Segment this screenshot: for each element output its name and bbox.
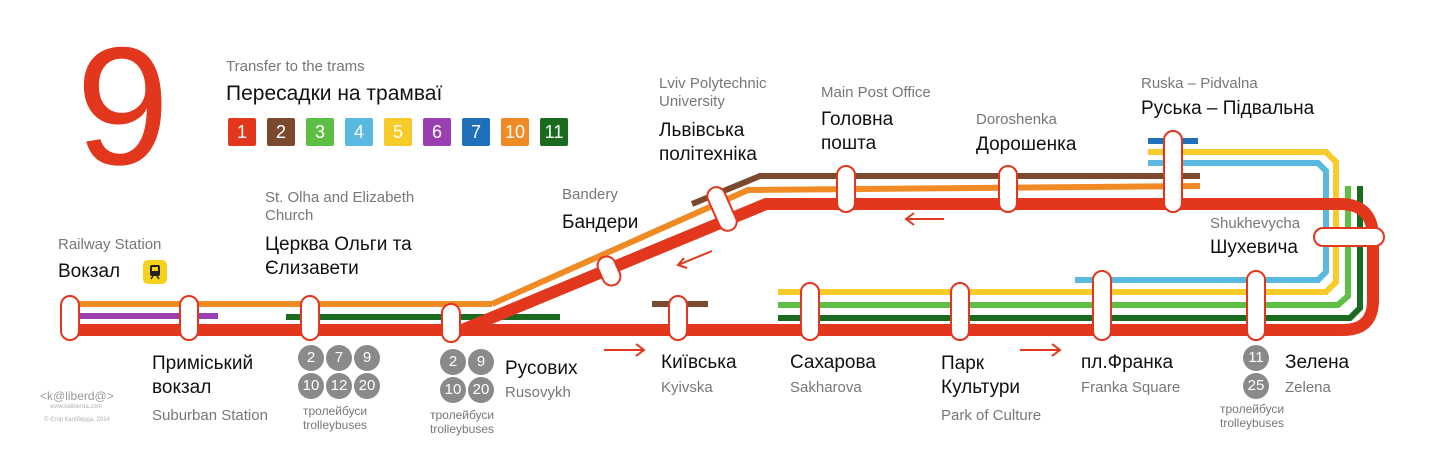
trolleybus-11: 11 [1243,345,1269,371]
tram-badge-3: 3 [306,118,334,146]
station-prymiskyi-en: Suburban Station [152,407,268,424]
station-sakharova-uk: Сахарова [790,352,876,373]
trolleybus-20: 20 [468,377,494,403]
trolleybus-9: 9 [468,349,494,375]
trolleybus-12: 12 [326,373,352,399]
marker-ruska [1163,130,1183,213]
station-vokzal-uk: Вокзал [58,261,121,282]
trolleybus-2: 2 [298,345,324,371]
trolleybus-2: 2 [440,349,466,375]
station-park-uk: Парк Культури [941,353,1021,398]
tram-badge-4: 4 [345,118,373,146]
trolleybus-label-rusovykh-en: trolleybuses [430,422,495,436]
tram-badge-5: 5 [384,118,412,146]
station-shukhevycha-en: Shukhevycha [1210,215,1301,232]
route-number: 9 [76,12,170,200]
trolleybus-label-rusovykh-uk: тролейбуси [430,408,495,422]
station-polytechnic-en: Lviv Polytechnic University [659,75,767,110]
trolleybus-25: 25 [1243,373,1269,399]
station-rusovykh-en: Rusovykh [505,384,571,401]
tram-line-orange-diag [490,183,1201,307]
trolleybus-20: 20 [354,373,380,399]
station-bandery-en: Bandery [562,186,618,203]
marker-prymiskyi [179,295,199,341]
station-poshta-uk: Головна пошта [821,109,894,154]
marker-doroshenka [998,165,1018,213]
station-bandery-uk: Бандери [562,212,639,233]
marker-sakharova [800,282,820,341]
marker-rusovykh [441,303,461,343]
tram-badge-7: 7 [462,118,490,146]
marker-bandery [596,255,622,287]
station-doroshenka-uk: Дорошенка [976,134,1077,155]
marker-park [950,282,970,341]
marker-kyivska [668,295,688,341]
author-copyright: © Єгор Калібердa, 2014 [44,417,110,423]
station-shukhevycha-uk: Шухевича [1210,237,1298,258]
station-vokzal-en: Railway Station [58,236,162,253]
station-park-en: Park of Culture [941,407,1042,424]
station-zelena-uk: Зелена [1285,352,1350,373]
tram-badge-6: 6 [423,118,451,146]
marker-poshta [836,165,856,213]
marker-zelena [1246,270,1266,341]
trolleybus-7: 7 [326,345,352,371]
station-kyivska-en: Kyivska [661,379,713,396]
trolleybus-10: 10 [440,377,466,403]
station-franka-en: Franka Square [1081,379,1181,396]
transfer-title-en: Transfer to the trams [226,58,365,75]
station-prymiskyi-uk: Приміський вокзал [152,353,254,398]
station-sakharova-en: Sakharova [790,379,862,396]
station-kyivska-uk: Київська [661,352,737,373]
station-polytechnic-uk: Львівська політехніка [659,120,757,165]
trolleybus-10: 10 [298,373,324,399]
tram-badge-11: 11 [540,118,568,146]
station-markers [60,130,1385,343]
marker-vokzal [60,295,80,341]
author-site: www.kaliberda.com [50,404,102,410]
tram-badge-1: 1 [228,118,256,146]
marker-tserkva [300,295,320,341]
station-tserkva-en: St. Olha and Elizabeth Church [265,189,415,224]
marker-polytechnic [706,186,738,232]
trolleybus-label-tserkva-en: trolleybuses [303,418,368,432]
trolleybus-label-zelena-uk: тролейбуси [1220,402,1285,416]
tram-badge-2: 2 [267,118,295,146]
station-rusovykh-uk: Русових [505,358,578,379]
station-tserkva-uk: Церква Ольги та Єлизавети [265,234,412,279]
trolleybus-9: 9 [354,345,380,371]
station-doroshenka-en: Doroshenka [976,111,1057,128]
tram-badge-10: 10 [501,118,529,146]
station-franka-uk: пл.Франка [1081,352,1174,373]
station-zelena-en: Zelena [1285,379,1331,396]
tram-line-yellow-right [778,149,1339,295]
trolleybus-label-zelena-en: trolleybuses [1220,416,1285,430]
trolleybus-label-tserkva-uk: тролейбуси [303,404,368,418]
author-logo: <k@liberd@> [40,389,114,403]
marker-franka [1092,270,1112,341]
tram-line-blue-light [1075,160,1329,283]
transfer-title-uk: Пересадки на трамваї [226,82,443,105]
marker-shukhevycha [1313,227,1385,247]
station-poshta-en: Main Post Office [821,84,931,101]
train-icon [143,260,167,284]
station-ruska-en: Ruska – Pidvalna [1141,75,1258,92]
station-ruska-uk: Руська – Підвальна [1141,98,1315,119]
